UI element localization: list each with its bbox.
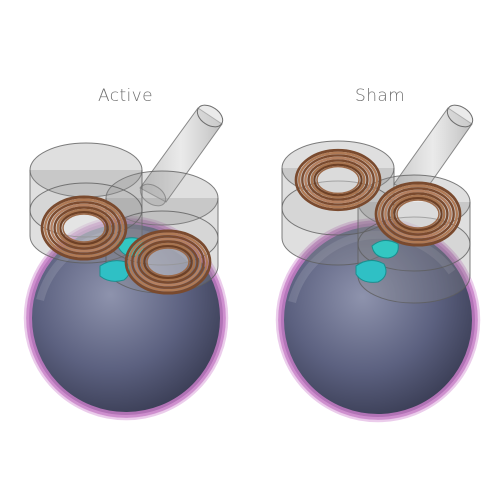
- sham-assembly: [275, 104, 481, 423]
- active-handle-rod: [139, 104, 224, 207]
- active-assembly: [23, 104, 229, 421]
- sham-coil-left: [294, 148, 382, 212]
- active-panel-label: Active: [98, 86, 153, 106]
- active-coil-left: [40, 195, 128, 261]
- sham-target-region: [355, 240, 399, 283]
- sham-brain-sphere: [281, 223, 475, 417]
- sham-panel-label: Sham: [355, 86, 406, 106]
- sham-coil-right: [374, 181, 462, 247]
- sham-head-model: [275, 217, 481, 423]
- active-coil-right: [124, 229, 212, 295]
